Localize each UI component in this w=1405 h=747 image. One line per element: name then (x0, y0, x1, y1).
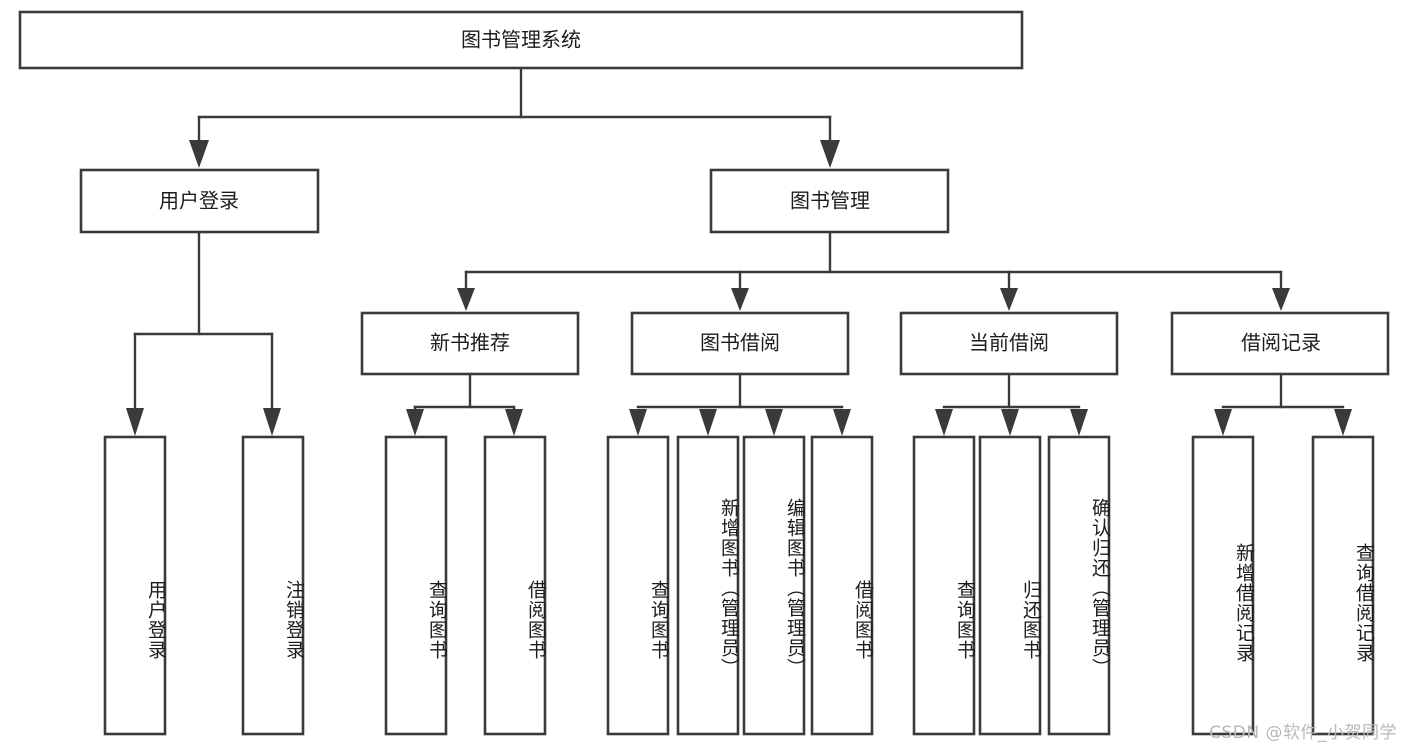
arrow-to-book-borrow (731, 288, 749, 311)
leaf-box-current-borrow-1[interactable] (912, 435, 976, 736)
arrow-bb-leaf-3 (765, 409, 783, 436)
leaf-box-current-borrow-3[interactable] (1047, 435, 1111, 736)
arrow-cb-leaf-2 (1001, 409, 1019, 436)
arrow-leaf-user-login-1 (126, 408, 144, 436)
node-user-login-box[interactable] (79, 168, 320, 234)
node-book-borrow-box[interactable] (630, 311, 850, 376)
leaf-box-book-borrow-4[interactable] (810, 435, 874, 736)
arrow-bb-leaf-4 (833, 409, 851, 436)
node-book-borrow-label: 图书借阅 (700, 331, 780, 355)
leaf-box-book-borrow-3[interactable] (742, 435, 806, 736)
arrow-bb-leaf-1 (629, 409, 647, 436)
leaf-box-borrow-record-1[interactable] (1191, 435, 1255, 736)
node-current-borrow-label: 当前借阅 (969, 331, 1049, 355)
arrow-bb-leaf-2 (699, 409, 717, 436)
arrow-to-current-borrow (1000, 288, 1018, 311)
arrow-nb-leaf-2 (505, 409, 523, 436)
node-book-manage-label: 图书管理 (790, 189, 870, 213)
connector-group-borrow-record (1214, 372, 1352, 436)
arrow-cb-leaf-3 (1070, 409, 1088, 436)
node-borrow-record-label: 借阅记录 (1241, 331, 1321, 355)
arrow-br-leaf-2 (1334, 409, 1352, 436)
node-root-box[interactable] (18, 10, 1024, 70)
node-book-manage-box[interactable] (709, 168, 950, 234)
arrow-root-to-book-manage (820, 140, 840, 168)
connector-group-new-book (406, 372, 523, 436)
leaf-box-new-book-2[interactable] (483, 435, 547, 736)
leaf-box-user-login-2[interactable] (241, 435, 305, 736)
arrow-to-new-book (457, 288, 475, 311)
connector-group-current-borrow (935, 372, 1088, 436)
leaf-box-user-login-1[interactable] (103, 435, 167, 736)
arrow-br-leaf-1 (1214, 409, 1232, 436)
arrow-nb-leaf-1 (406, 409, 424, 436)
node-user-login-label: 用户登录 (159, 189, 239, 213)
connector-group-book-manage (457, 231, 1290, 311)
arrow-root-to-user-login (189, 140, 209, 168)
leaf-box-borrow-record-2[interactable] (1311, 435, 1375, 736)
leaf-box-book-borrow-2[interactable] (676, 435, 740, 736)
arrow-leaf-user-login-2 (263, 408, 281, 436)
node-root-label: 图书管理系统 (461, 28, 581, 52)
watermark-text: CSDN @软件_小贺同学 (1209, 723, 1397, 743)
connector-group-book-borrow (629, 372, 851, 436)
node-new-book-label: 新书推荐 (430, 331, 510, 355)
arrow-cb-leaf-1 (935, 409, 953, 436)
leaf-box-book-borrow-1[interactable] (606, 435, 670, 736)
node-borrow-record-box[interactable] (1170, 311, 1390, 376)
connector-group-root (189, 66, 840, 168)
leaf-box-current-borrow-2[interactable] (978, 435, 1042, 736)
node-new-book-box[interactable] (360, 311, 580, 376)
leaf-box-new-book-1[interactable] (384, 435, 448, 736)
arrow-to-borrow-record (1272, 288, 1290, 311)
connector-group-user-login (126, 231, 281, 436)
node-current-borrow-box[interactable] (899, 311, 1119, 376)
